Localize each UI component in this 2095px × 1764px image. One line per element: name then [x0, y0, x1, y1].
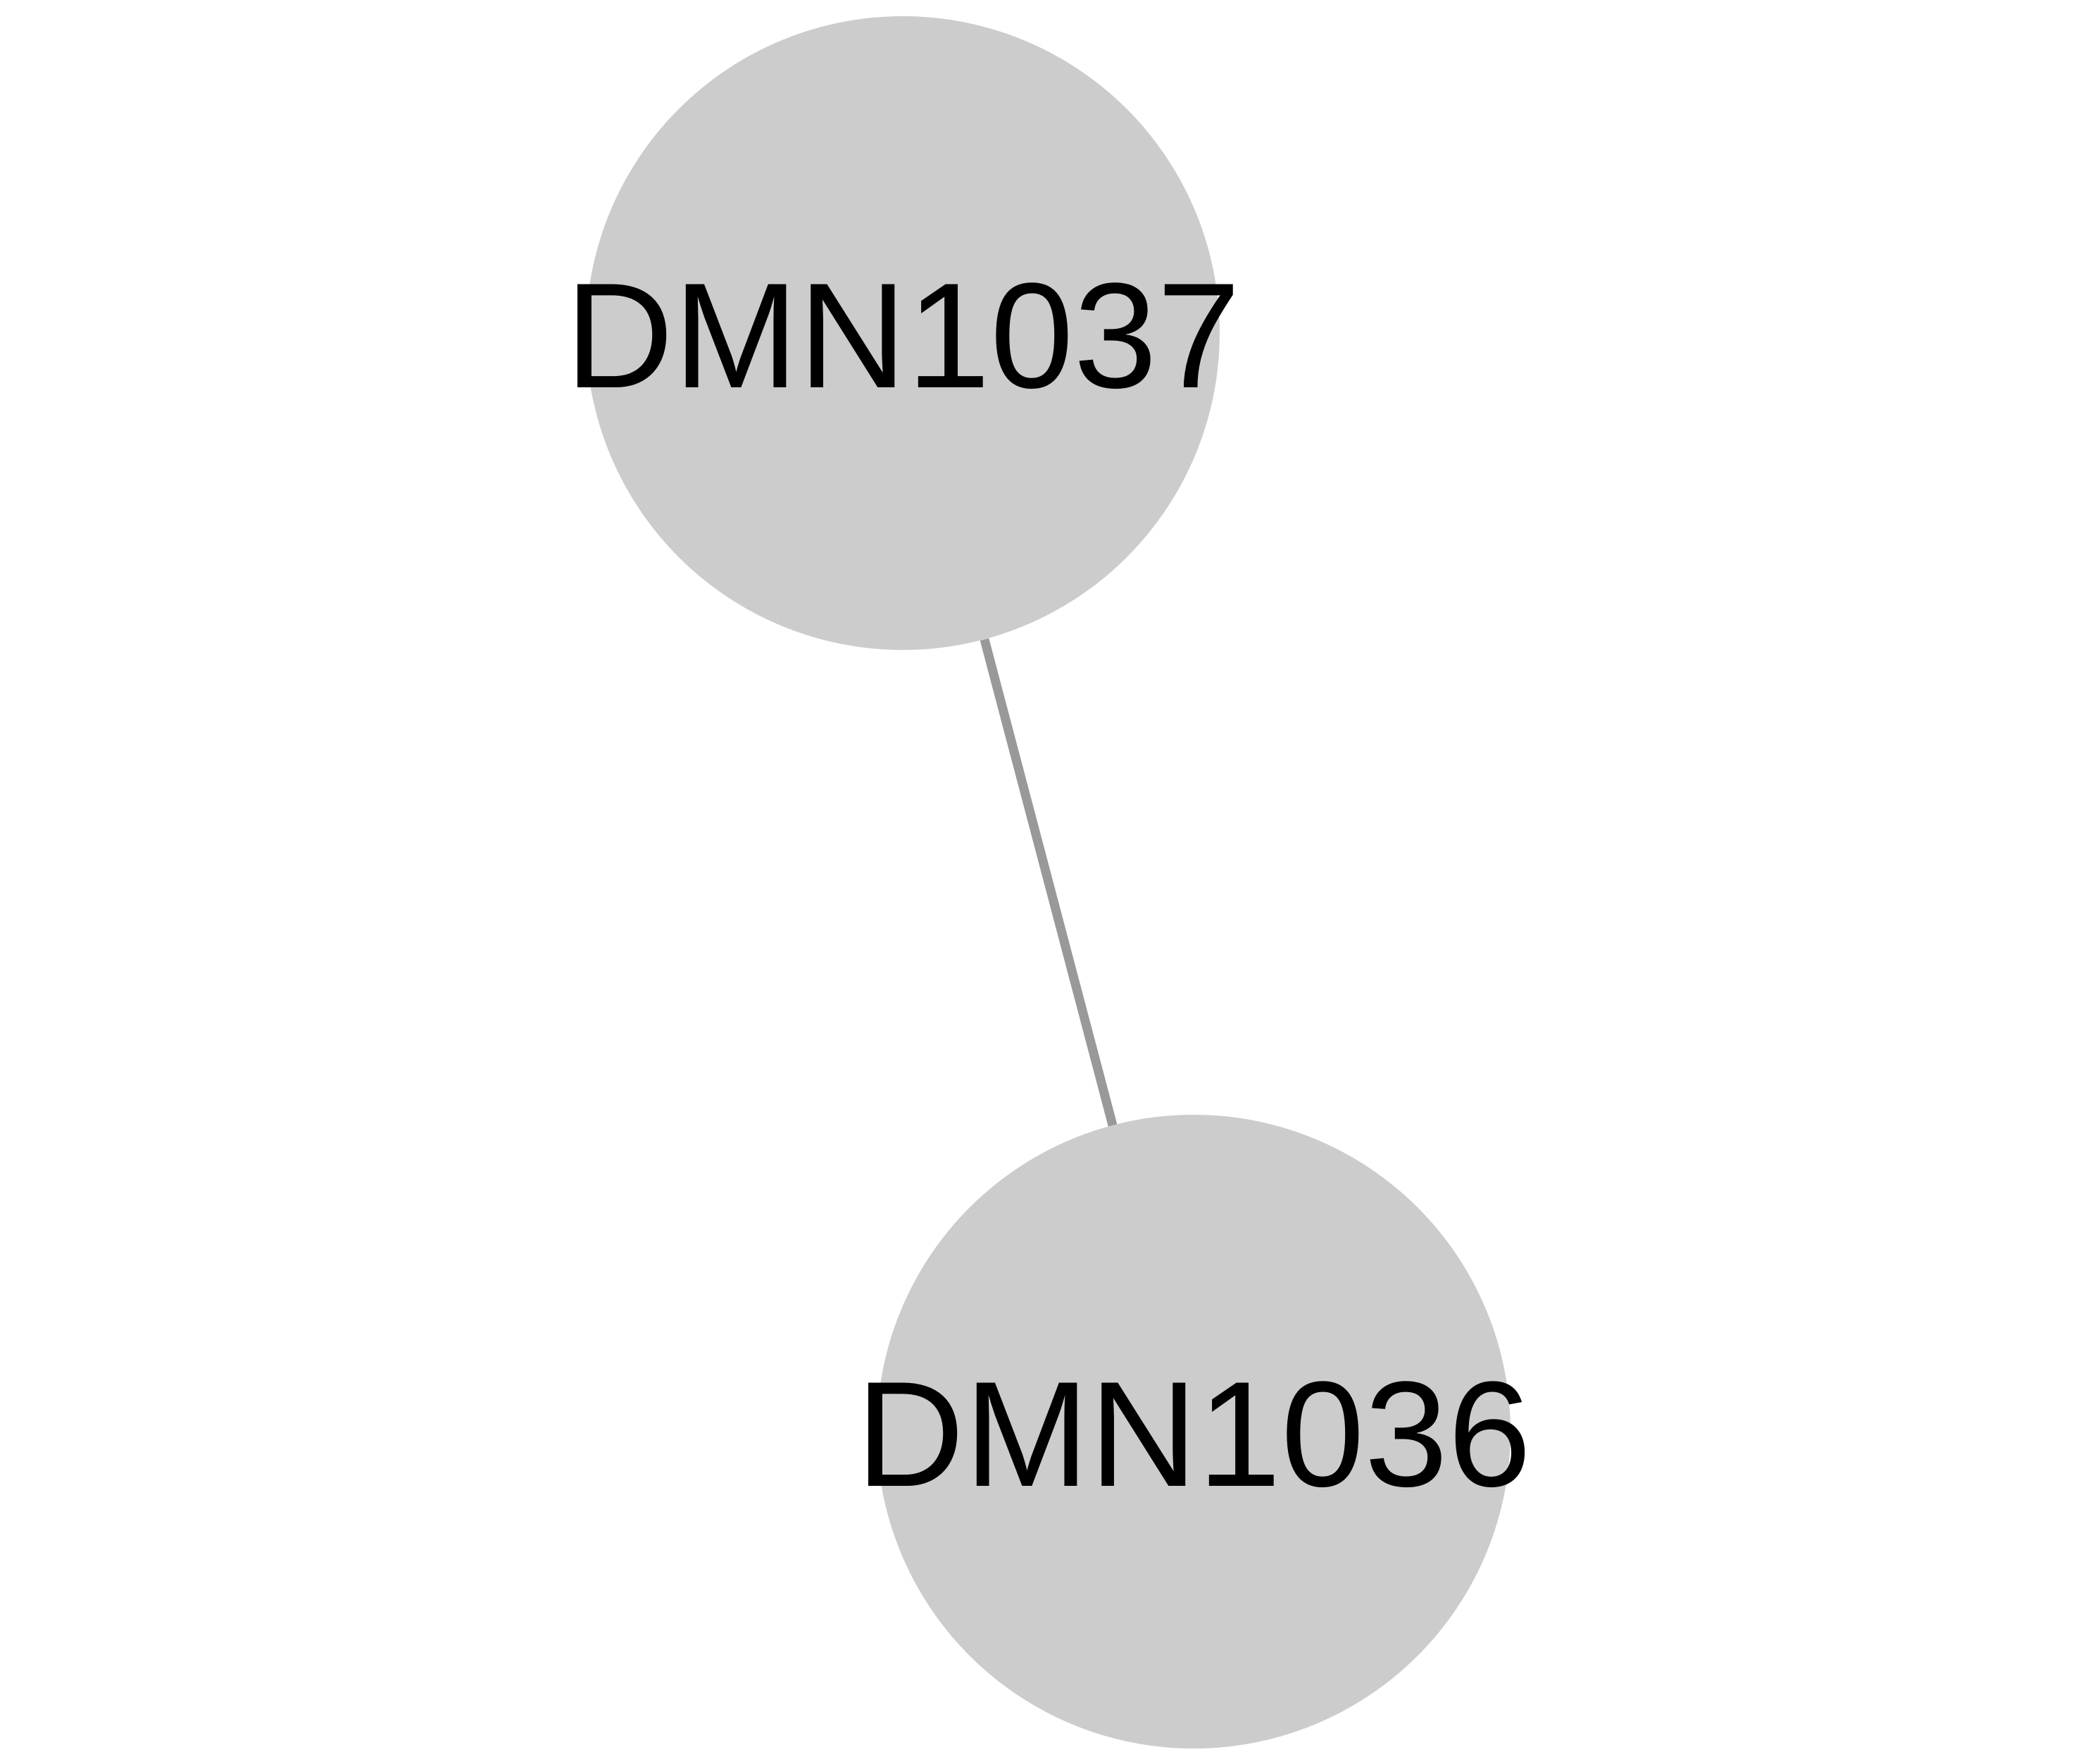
node-dmn1036[interactable]: DMN1036: [856, 1115, 1532, 1749]
node-label: DMN1037: [565, 252, 1241, 420]
edges-layer: [980, 638, 1120, 1137]
node-dmn1037[interactable]: DMN1037: [565, 16, 1241, 650]
node-circle[interactable]: [586, 16, 1220, 650]
node-circle[interactable]: [877, 1115, 1511, 1749]
nodes-layer: DMN1037 DMN1036: [565, 16, 1532, 1749]
edge-dmn1037-dmn1036: [980, 638, 1120, 1137]
node-label: DMN1036: [856, 1351, 1532, 1518]
